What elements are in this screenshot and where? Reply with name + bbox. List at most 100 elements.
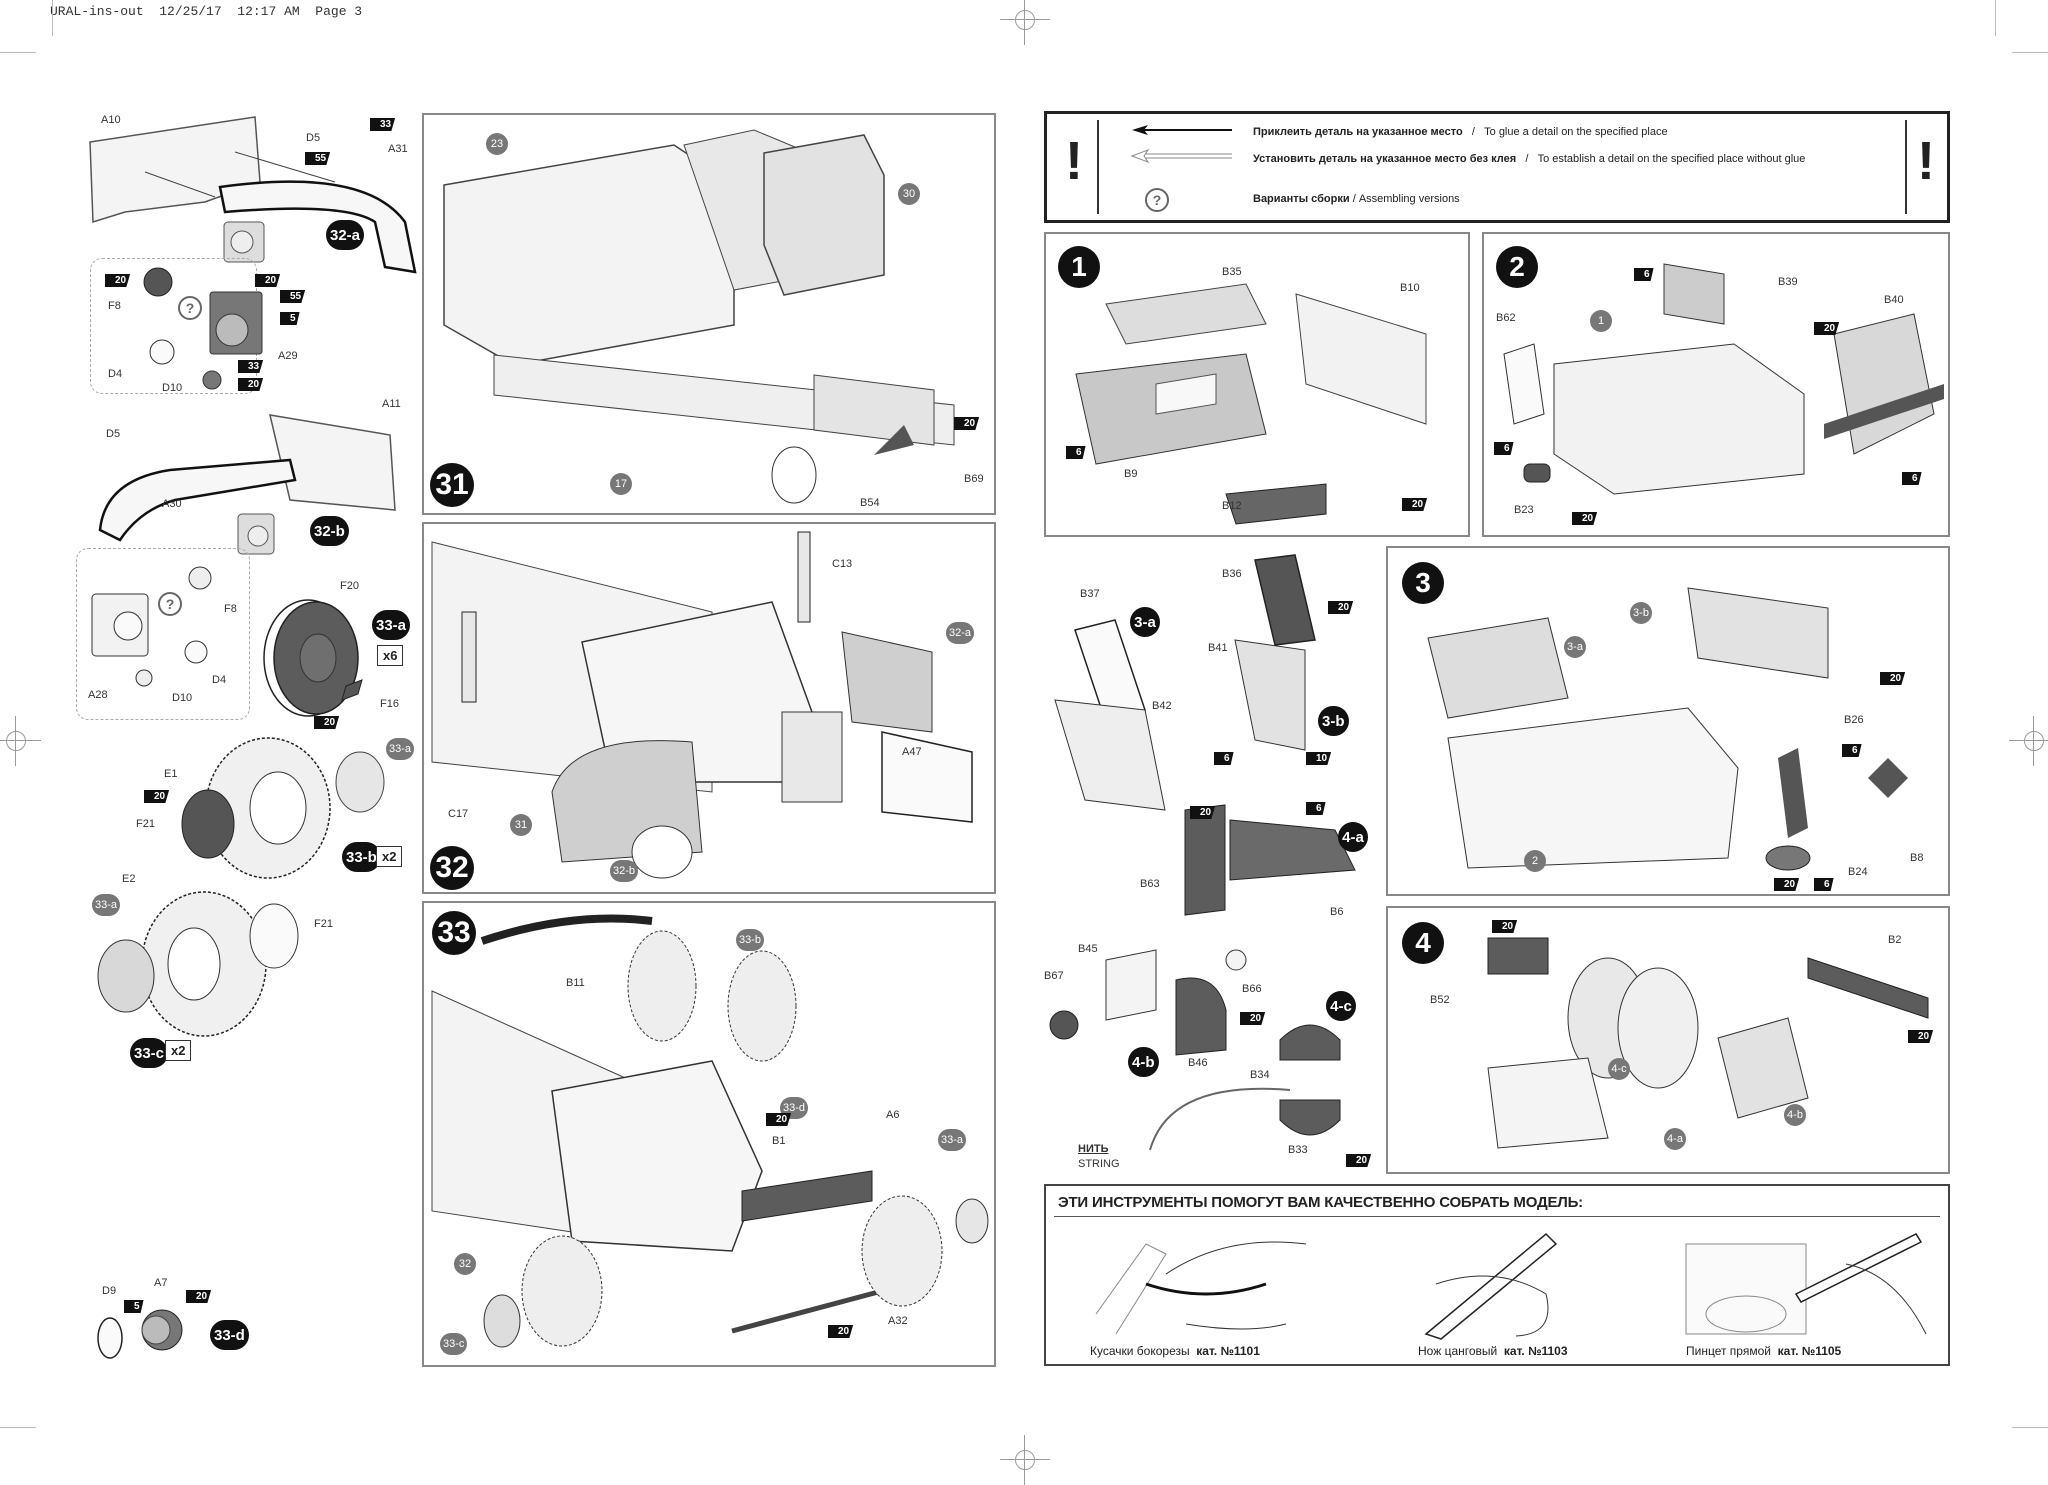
legend-glue-ru: Приклеить деталь на указанное место [1253, 126, 1463, 138]
paint-code-badge: 6 [1494, 442, 1514, 455]
reference-badge: 2 [1524, 850, 1546, 872]
part-label: A28 [88, 689, 108, 701]
headlight-parts-illustration [143, 267, 263, 390]
recommended-tools-panel: ЭТИ ИНСТРУМЕНТЫ ПОМОГУТ ВАМ КАЧЕСТВЕННО … [1044, 1184, 1950, 1366]
crop-mark [1995, 0, 1996, 36]
substep-badge-4c: 4-c [1326, 991, 1356, 1021]
slug-page: Page 3 [315, 4, 363, 19]
part-label: C13 [832, 558, 853, 570]
step-31-panel: 31 23 30 17 B69 B54 20 [422, 113, 996, 515]
part-label: A10 [101, 114, 121, 126]
part-label: B1 [772, 1135, 786, 1147]
paint-code-badge: 20 [1572, 512, 1598, 525]
headlight-parts-illustration [91, 566, 212, 687]
paint-code-badge: 55 [305, 152, 331, 165]
tool-caption: Кусачки бокорезы кат. №1101 [1090, 1344, 1260, 1358]
part-label: A11 [382, 398, 401, 410]
part-label: B42 [1152, 700, 1172, 712]
step-33-panel: 33 B11 A6 B1 A32 33-b 33-d 33-a 32 33-c … [422, 901, 996, 1367]
slug-file: URAL-ins-out [50, 4, 144, 19]
step-2-panel: 2 B39 B40 B62 B23 1 6 20 6 20 6 [1482, 232, 1950, 537]
reference-badge: 17 [610, 473, 632, 495]
crop-mark [2012, 52, 2048, 53]
part-label: B41 [1208, 642, 1228, 654]
engine-assembly-illustration [1427, 587, 1908, 871]
paint-code-badge: 20 [238, 378, 264, 391]
paint-code-badge: 20 [144, 790, 170, 803]
tools-title: ЭТИ ИНСТРУМЕНТЫ ПОМОГУТ ВАМ КАЧЕСТВЕННО … [1058, 1194, 1583, 1211]
slug-date: 12/25/17 [159, 4, 222, 19]
part-label: F21 [314, 918, 333, 930]
truck-cab-illustration [431, 531, 973, 879]
part-label: F20 [340, 580, 359, 592]
paint-code-badge: 6 [1066, 446, 1086, 459]
registration-mark [2009, 716, 2048, 766]
paint-code-badge: 6 [1214, 752, 1234, 765]
part-label: E1 [164, 768, 178, 780]
reference-badge: 33-c [440, 1333, 468, 1355]
winch-gearbox-illustration [1049, 949, 1247, 1056]
substep-badge-33b: 33-b [342, 842, 381, 872]
hobby-knife-illustration [1424, 1232, 1558, 1340]
reference-badge: 31 [510, 814, 532, 836]
divider [1905, 120, 1907, 214]
registration-mark [1000, 0, 1050, 45]
part-label: B8 [1910, 852, 1924, 864]
part-label: D4 [212, 674, 227, 686]
fender-assembly-32b-illustration [98, 414, 396, 542]
legend-variants-ru: Варианты сборки [1253, 193, 1350, 205]
tweezers-illustration [1685, 1233, 1927, 1335]
substep-badge-32a: 32-a [326, 220, 365, 250]
crop-mark [52, 0, 53, 36]
part-label: B62 [1496, 312, 1516, 324]
symbol-legend: ! ! ? Приклеить деталь на указанное мест… [1044, 111, 1950, 223]
legend-noglue-en: To establish a detail on the specified p… [1537, 153, 1806, 165]
part-label: B23 [1514, 504, 1534, 516]
reference-badge: 33-a [386, 738, 415, 760]
engine-parts-illustration [1503, 263, 1944, 495]
tool-catalog-number: кат. №1103 [1503, 1344, 1568, 1358]
paint-code-badge: 20 [255, 274, 281, 287]
no-glue-arrow-icon [1130, 148, 1232, 164]
reference-badge: 33-a [938, 1129, 967, 1151]
part-label: B33 [1288, 1144, 1308, 1156]
assembly-variant-group [76, 548, 250, 720]
substep-badge-33d: 33-d [210, 1320, 249, 1350]
substep-badge-4b: 4-b [1128, 1047, 1159, 1077]
legend-glue-en: To glue a detail on the specified place [1484, 126, 1668, 138]
legend-variants-en: Assembling versions [1358, 193, 1460, 205]
light-33d-illustration [97, 1309, 183, 1359]
part-label: B26 [1844, 714, 1864, 726]
substep-badge-33a: 33-a [372, 610, 411, 640]
paint-code-badge: 20 [1240, 1012, 1266, 1025]
part-label: A47 [902, 746, 922, 758]
paint-code-badge: 6 [1634, 268, 1654, 281]
step-number-33: 33 [432, 911, 476, 955]
paint-code-badge: 33 [370, 118, 396, 131]
printer-slug: URAL-ins-out 12/25/17 12:17 AM Page 3 [50, 4, 362, 19]
divider [1054, 1216, 1940, 1217]
part-label: E2 [122, 873, 136, 885]
slug-time: 12:17 AM [237, 4, 300, 19]
part-label: F8 [224, 603, 237, 615]
part-label: B52 [1430, 994, 1450, 1006]
part-label: F21 [136, 818, 155, 830]
reference-badge: 32-b [610, 860, 639, 882]
part-label: B39 [1778, 276, 1798, 288]
legend-no-glue: Установить деталь на указанное место без… [1253, 153, 1805, 165]
part-label: F8 [108, 300, 121, 312]
part-label: D5 [306, 132, 321, 144]
legend-glue: Приклеить деталь на указанное место / To… [1253, 126, 1668, 138]
reference-badge: 32-a [946, 622, 975, 644]
reference-badge: 4-c [1608, 1058, 1630, 1080]
side-cutters-illustration [1095, 1241, 1307, 1335]
paint-code-badge: 5 [124, 1300, 144, 1313]
part-label: D10 [162, 382, 183, 394]
part-label: D5 [106, 428, 121, 440]
wheel-33b-illustration [181, 737, 385, 879]
step-32-panel: 32 C13 C17 A47 32-a 31 32-b [422, 522, 996, 894]
tool-name: Нож цанговый [1418, 1344, 1498, 1358]
step-4-panel: 4 B52 B2 4-c 4-b 4-a 20 20 [1386, 906, 1950, 1174]
headlight-housing-icon [237, 513, 275, 555]
substep-badge-32b: 32-b [310, 516, 349, 546]
